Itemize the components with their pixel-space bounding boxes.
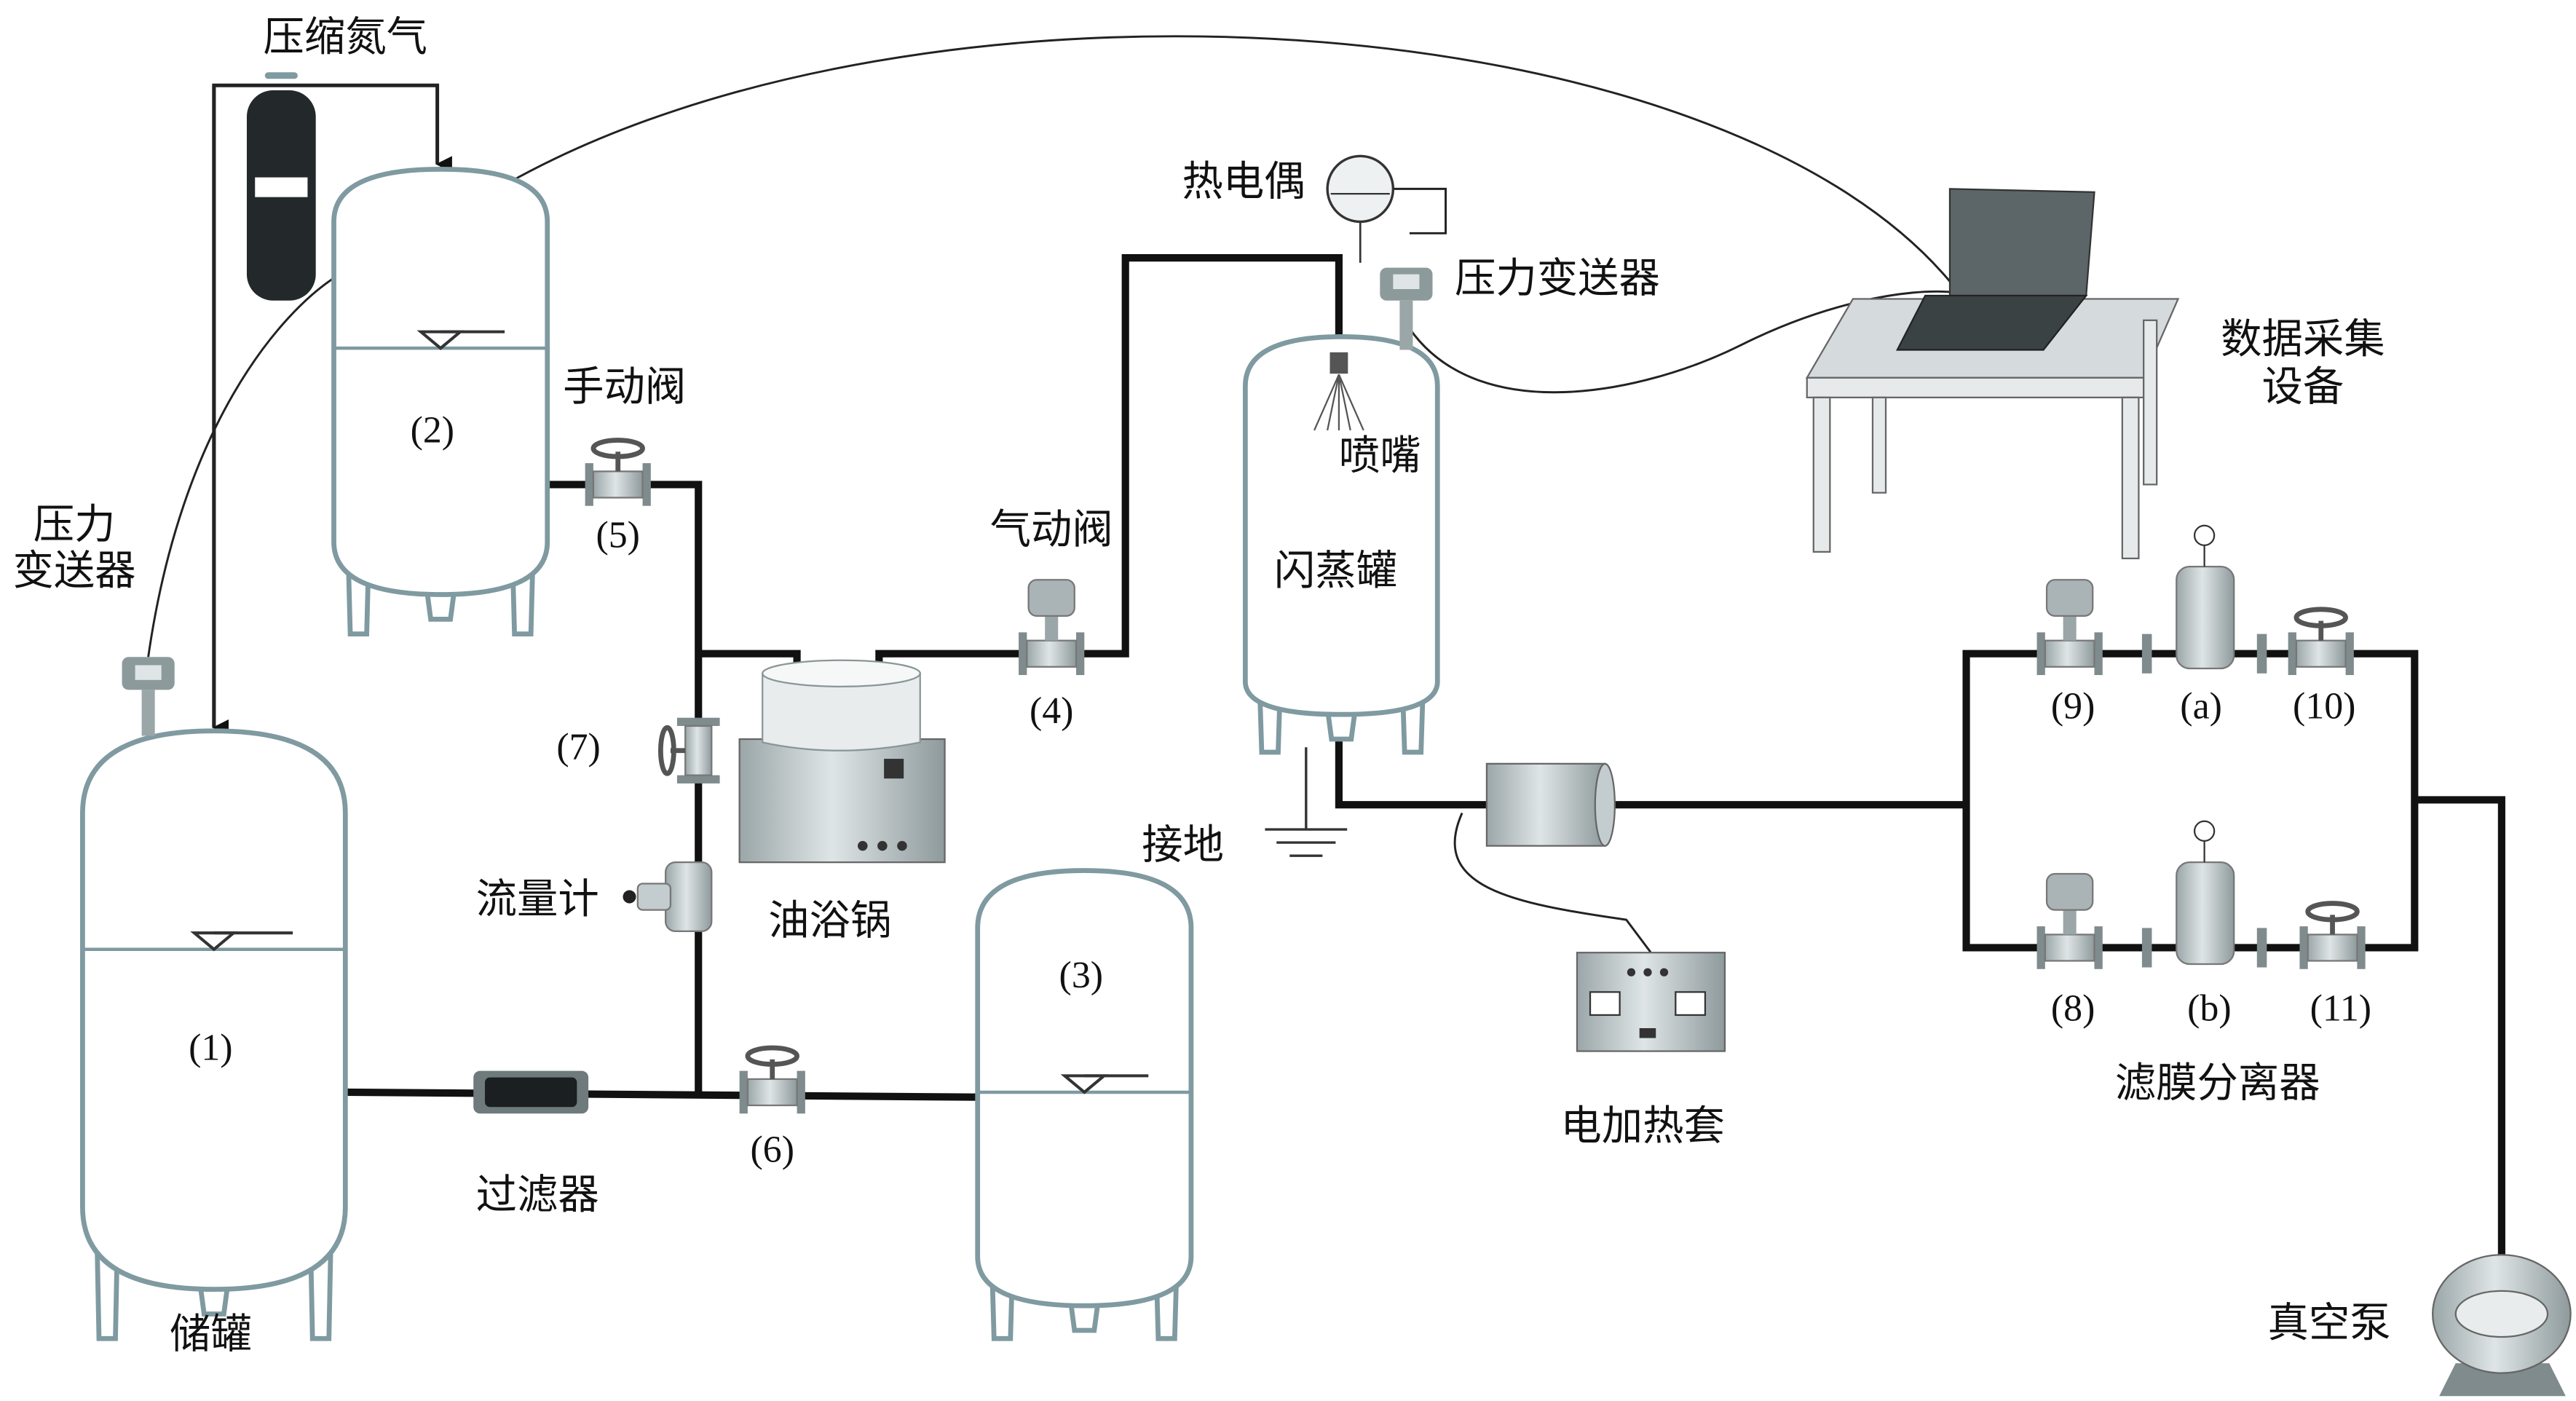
label-valve-4: (4) [1030, 690, 1073, 732]
pipe-to-vacuum-pump [2414, 796, 2505, 1257]
label-flash-tank: 闪蒸罐 [1274, 548, 1397, 593]
valve-7[interactable] [657, 717, 720, 784]
label-valve-9: (9) [2051, 685, 2095, 727]
label-storage-tank: 储罐 [170, 1312, 252, 1357]
actuator-icon [2045, 872, 2094, 911]
flange [2141, 928, 2152, 968]
label-membrane-separator: 滤膜分离器 [2115, 1061, 2320, 1106]
label-flow-meter: 流量计 [476, 877, 599, 923]
label-valve-8: (8) [2051, 987, 2095, 1029]
thermocouple-wire [1393, 187, 1447, 234]
label-manual-valve: 手动阀 [563, 365, 686, 410]
label-pressure-transmitter-left-1: 压力 [33, 502, 116, 548]
label-nozzle: 喷嘴 [1339, 433, 1421, 478]
flange [2141, 634, 2152, 674]
tank-body [1242, 334, 1440, 717]
handwheel-icon [2293, 607, 2348, 628]
label-vacuum-pump: 真空泵 [2267, 1301, 2390, 1346]
signal-wire-flash-transmitter-to-daq [1408, 290, 1955, 394]
heater-wire [1453, 812, 1652, 954]
label-valve-10: (10) [2293, 685, 2355, 727]
flange [2256, 634, 2267, 674]
pipe-flash-to-separator [1335, 714, 1967, 809]
handwheel-icon [657, 725, 676, 776]
label-pressure-transmitter-left-2: 变送器 [13, 548, 136, 593]
pipe-oil-bath-to-flash [875, 254, 1343, 674]
oil-bath [738, 659, 946, 864]
nozzle-icon [1313, 352, 1364, 431]
thermocouple-gauge-icon [1326, 154, 1395, 263]
pipe-vertical-feed [547, 481, 703, 1092]
label-ground: 接地 [1142, 823, 1224, 868]
ground-icon [1265, 747, 1348, 857]
label-valve-6: (6) [751, 1129, 794, 1170]
nitrogen-cylinder [246, 72, 316, 301]
manual-valve-5[interactable] [585, 438, 651, 506]
filter [473, 1070, 589, 1114]
label-pneumatic-valve: 气动阀 [990, 508, 1113, 553]
heater-controller [1576, 952, 1726, 1052]
valve-6[interactable] [739, 1045, 805, 1114]
vacuum-pump [2432, 1254, 2572, 1397]
label-pressure-transmitter-top: 压力变送器 [1455, 256, 1660, 301]
label-filter: 过滤器 [476, 1173, 599, 1218]
tank-body [975, 868, 1194, 1309]
storage-tank-1 [80, 728, 348, 1341]
tank-3 [975, 868, 1194, 1341]
valve-11[interactable] [2299, 901, 2366, 969]
label-valve-11: (11) [2310, 987, 2371, 1029]
label-valve-7: (7) [556, 727, 600, 768]
label-thermocouple: 热电偶 [1182, 159, 1305, 205]
handwheel-icon [590, 438, 645, 459]
label-separator-b: (b) [2187, 987, 2231, 1029]
signal-wire-transmitter-to-daq [147, 275, 338, 658]
pneumatic-valve-8[interactable] [2036, 872, 2103, 969]
actuator-icon [2045, 579, 2094, 617]
signal-wire-tank2-to-daq [505, 35, 1956, 288]
membrane-separator-b [2176, 820, 2235, 966]
label-daq-1: 数据采集 [2221, 317, 2385, 362]
tank-2 [331, 166, 550, 637]
pneumatic-valve-4[interactable] [1019, 579, 1085, 676]
pressure-transmitter-icon [1380, 267, 1433, 350]
tank-body [331, 166, 550, 597]
label-oil-bath: 油浴锅 [768, 899, 891, 944]
pipe-tank1-to-tank3 [345, 1088, 978, 1101]
handwheel-icon [745, 1045, 799, 1067]
label-tank-1: (1) [189, 1027, 232, 1068]
label-daq-2: 设备 [2262, 365, 2344, 410]
tank-body [80, 728, 348, 1293]
data-acquisition-computer [1805, 188, 2180, 560]
valve-10[interactable] [2288, 607, 2354, 676]
membrane-separator-a [2176, 524, 2235, 670]
label-nitrogen: 压缩氮气 [264, 15, 428, 60]
flash-tank [1242, 334, 1440, 755]
heating-jacket-cylinder [1485, 762, 1616, 847]
flange [2256, 928, 2267, 968]
flow-meter [623, 861, 713, 933]
label-tank-2: (2) [411, 409, 454, 451]
handwheel-icon [2305, 901, 2360, 923]
pneumatic-valve-9[interactable] [2036, 579, 2103, 676]
label-tank-3: (3) [1059, 955, 1103, 996]
label-valve-5: (5) [596, 515, 639, 556]
label-heating-jacket: 电加热套 [1560, 1104, 1725, 1149]
pressure-transmitter-icon [122, 657, 175, 736]
label-separator-a: (a) [2180, 685, 2222, 727]
actuator-icon [1027, 579, 1075, 617]
